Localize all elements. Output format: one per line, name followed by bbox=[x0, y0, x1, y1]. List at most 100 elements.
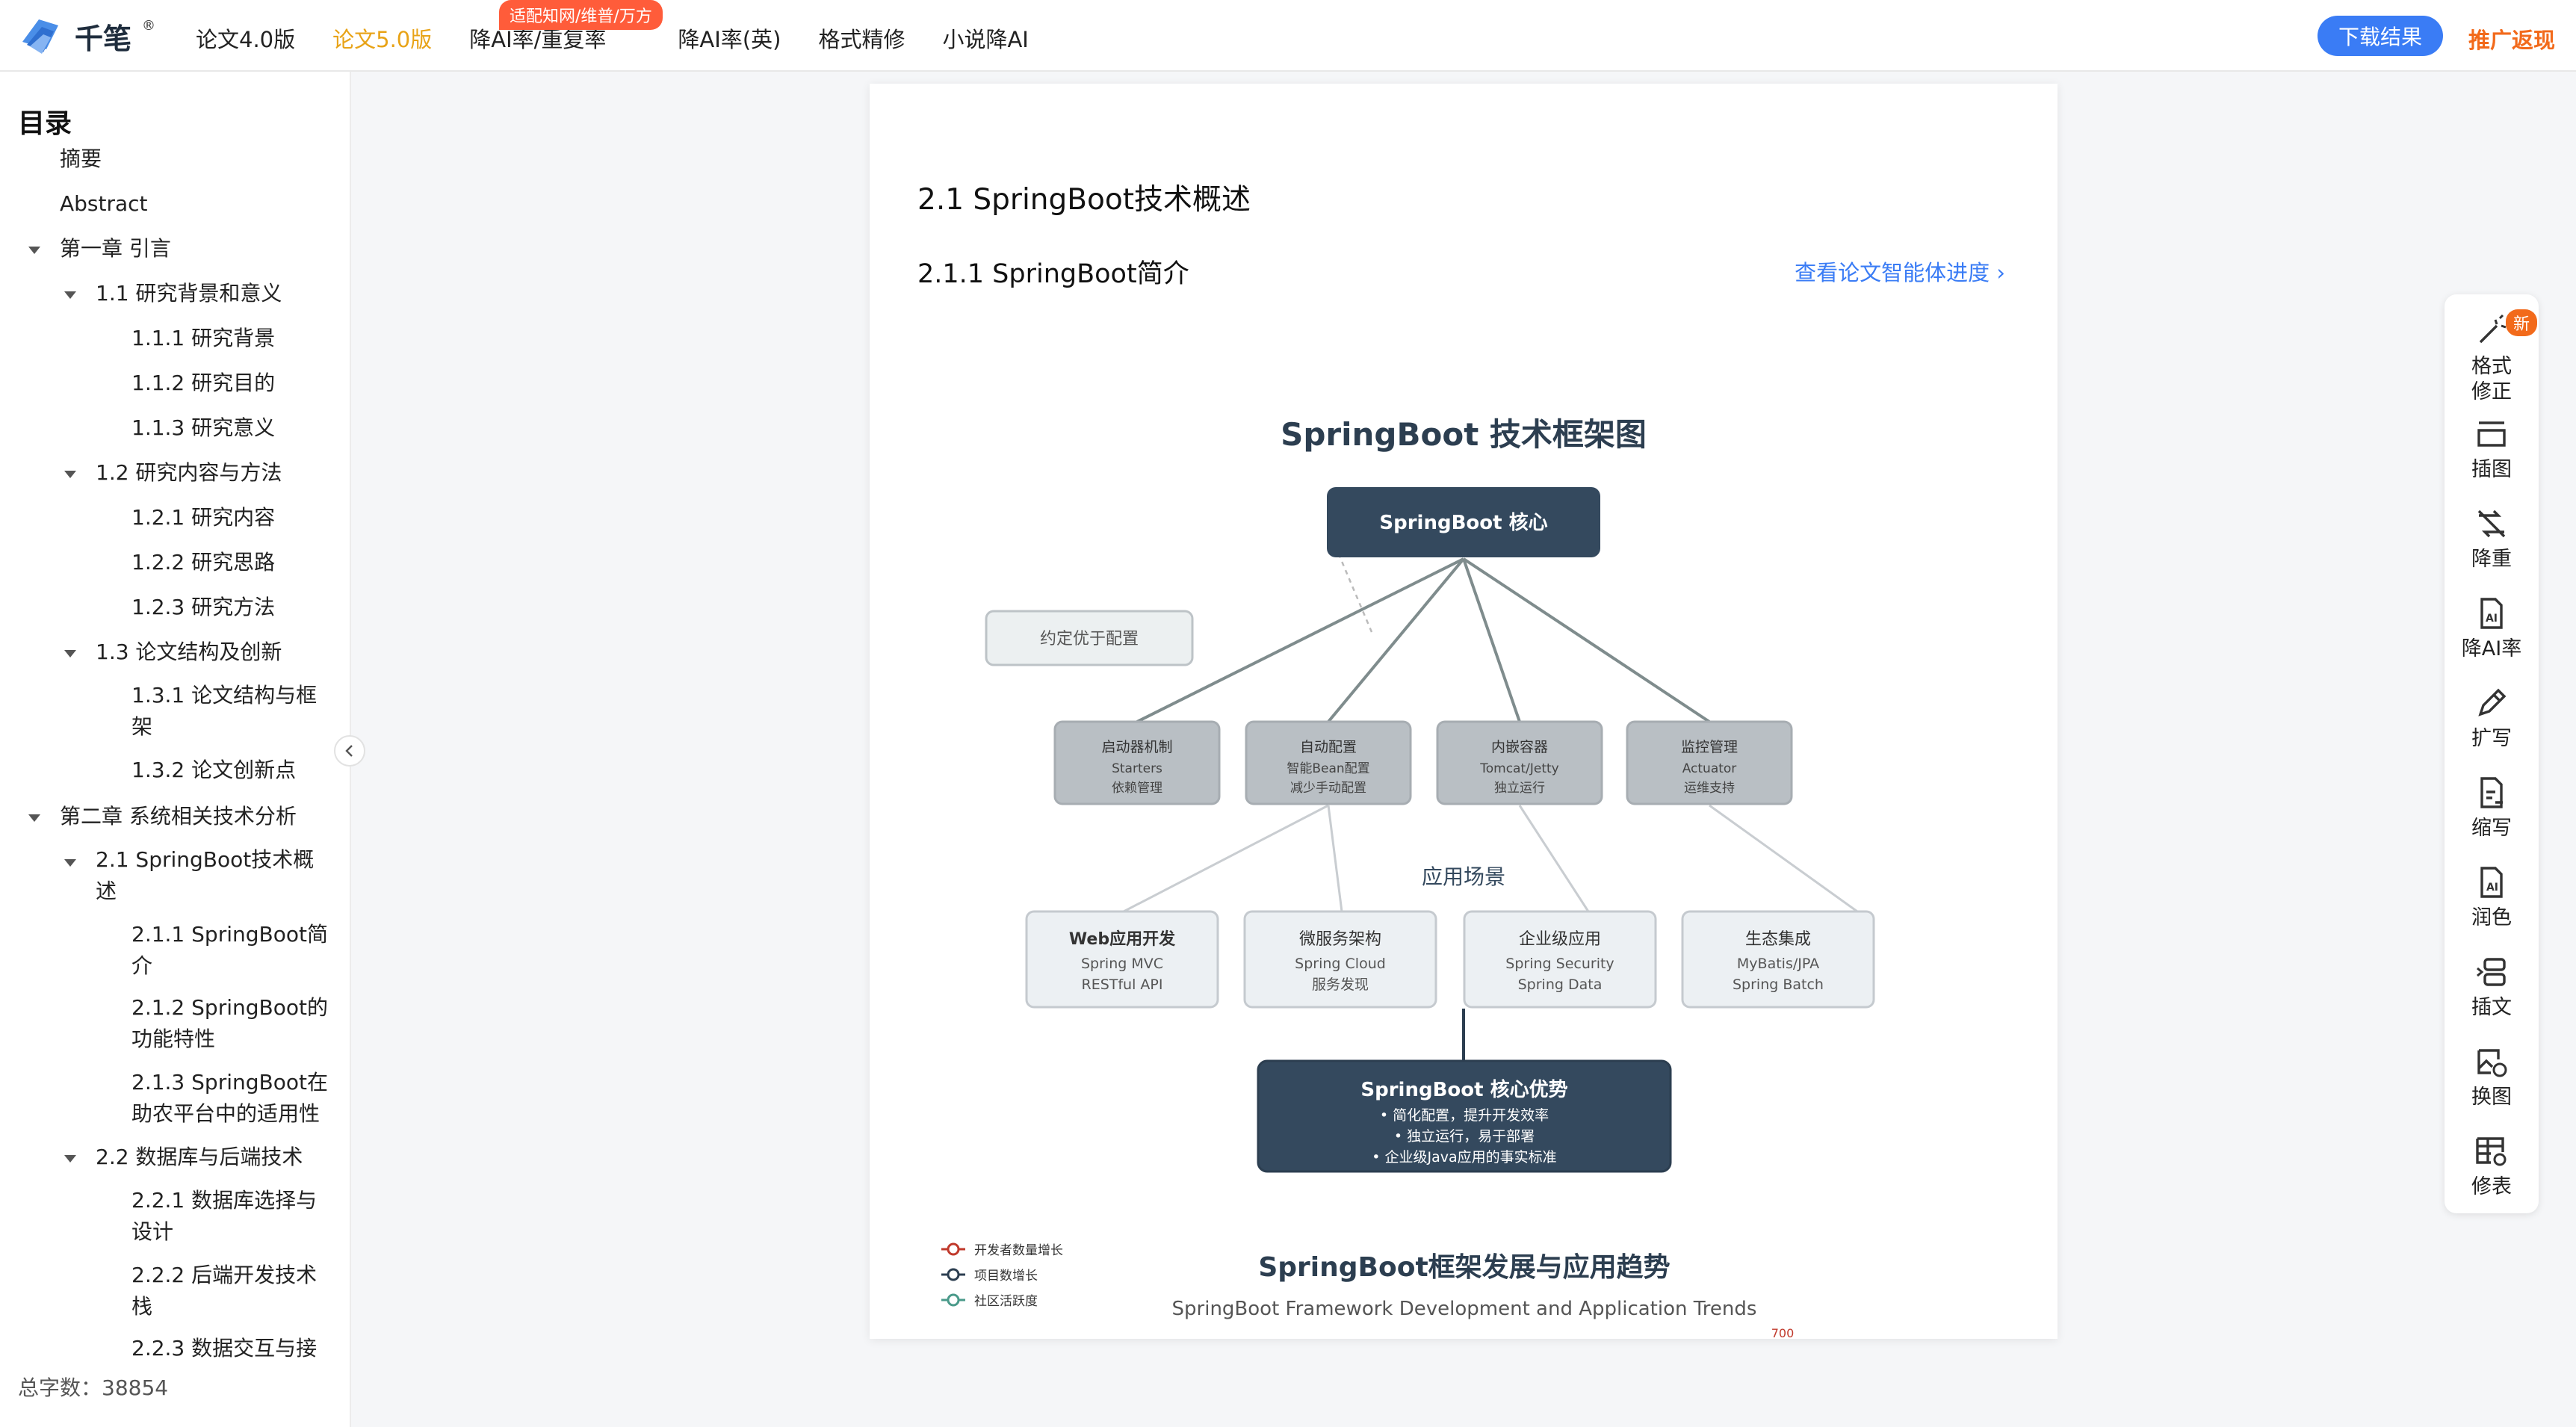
toc-item[interactable]: 2.1.3 SpringBoot在 bbox=[131, 1070, 328, 1095]
toc-item[interactable]: 2.1.2 SpringBoot的 bbox=[131, 995, 328, 1020]
nav-thesis-4[interactable]: 论文4.0版 bbox=[196, 27, 296, 52]
toc-item[interactable]: 2.2 数据库与后端技术 bbox=[96, 1145, 303, 1169]
svg-text:MyBatis/JPA: MyBatis/JPA bbox=[1737, 956, 1819, 972]
toc-item[interactable]: 架 bbox=[131, 714, 153, 739]
tool-fix-table[interactable]: 修表 bbox=[2445, 1133, 2539, 1200]
legend-item: 开发者数量增长 bbox=[974, 1243, 1063, 1258]
scene-label: 应用场景 bbox=[1422, 864, 1505, 889]
toc-item[interactable]: 1.2.3 研究方法 bbox=[131, 595, 276, 619]
toc-item[interactable]: 述 bbox=[96, 879, 117, 903]
tool-rail: 格式修正 新 插图 降重 AI 降AI率 扩写 缩写 AI bbox=[2445, 294, 2539, 1213]
diagram-title: SpringBoot 技术框架图 bbox=[1281, 416, 1647, 453]
tool-label: 换图 bbox=[2471, 1086, 2512, 1109]
tool-format-fix[interactable]: 格式修正 新 bbox=[2445, 309, 2539, 405]
toc-item[interactable]: 第二章 系统相关技术分析 bbox=[60, 804, 297, 829]
svg-text:AI: AI bbox=[2486, 882, 2498, 894]
tool-insert-text[interactable]: 插文 bbox=[2445, 953, 2539, 1021]
download-button[interactable]: 下载结果 bbox=[2318, 16, 2443, 56]
toc-item[interactable]: Abstract bbox=[60, 191, 148, 216]
toc-item[interactable]: 2.2.3 数据交互与接 bbox=[131, 1336, 318, 1361]
svg-text:减少手动配置: 减少手动配置 bbox=[1290, 781, 1366, 796]
trend-chart-legend: 开发者数量增长 项目数增长 社区活跃度 bbox=[941, 1242, 1063, 1309]
side-label: 约定优于配置 bbox=[1040, 630, 1139, 649]
toc-item[interactable]: 2.1 SpringBoot技术概 bbox=[96, 847, 315, 872]
nav-reduce-ai-english[interactable]: 降AI率(英) bbox=[678, 27, 781, 52]
svg-text:Spring Data: Spring Data bbox=[1518, 976, 1603, 993]
tool-label: 扩写 bbox=[2471, 727, 2512, 750]
chevron-down-icon[interactable] bbox=[64, 859, 76, 867]
tool-expand[interactable]: 扩写 bbox=[2445, 684, 2539, 752]
ai-polish-icon: AI bbox=[2480, 867, 2503, 898]
svg-text:启动器机制: 启动器机制 bbox=[1101, 739, 1172, 755]
tool-polish[interactable]: AI 润色 bbox=[2445, 864, 2539, 931]
toc-item[interactable]: 1.2 研究内容与方法 bbox=[96, 460, 282, 485]
toc-item[interactable]: 1.3 论文结构及创新 bbox=[96, 640, 282, 664]
svg-text:智能Bean配置: 智能Bean配置 bbox=[1287, 761, 1369, 776]
toc-item[interactable]: 1.1.1 研究背景 bbox=[131, 326, 276, 350]
core-label: SpringBoot 核心 bbox=[1379, 511, 1547, 534]
chevron-down-icon[interactable] bbox=[28, 247, 40, 254]
agent-progress-link[interactable]: 查看论文智能体进度 › bbox=[1795, 260, 2005, 285]
toc-item[interactable]: 2.2.2 后端开发技术 bbox=[131, 1263, 318, 1287]
tool-label: 插文 bbox=[2471, 996, 2512, 1019]
chevron-down-icon[interactable] bbox=[64, 1155, 76, 1163]
nav-reduce-ai-plagiarism[interactable]: 降AI率/重复率 bbox=[469, 27, 607, 52]
toc-item[interactable]: 1.3.1 论文结构与框 bbox=[131, 683, 318, 708]
tool-reduce-ai[interactable]: AI 降AI率 bbox=[2445, 595, 2539, 662]
toc-item[interactable]: 设计 bbox=[131, 1219, 174, 1244]
svg-text:企业级应用: 企业级应用 bbox=[1519, 930, 1601, 949]
toc-item[interactable]: 1.2.2 研究思路 bbox=[131, 550, 276, 575]
magic-wand-icon bbox=[2479, 314, 2507, 344]
chevron-down-icon[interactable] bbox=[64, 471, 76, 478]
scene-node: 微服务架构 Spring Cloud 服务发现 bbox=[1243, 910, 1437, 1009]
nav-novel-reduce-ai[interactable]: 小说降AI bbox=[942, 27, 1029, 52]
sidebar-collapse-button[interactable] bbox=[334, 735, 365, 767]
toc-item[interactable]: 2.1.1 SpringBoot简 bbox=[131, 922, 328, 947]
tool-label: 润色 bbox=[2471, 906, 2512, 929]
svg-text:独立运行: 独立运行 bbox=[1494, 781, 1545, 796]
svg-text:服务发现: 服务发现 bbox=[1312, 976, 1369, 993]
svg-text:生态集成: 生态集成 bbox=[1745, 930, 1811, 949]
svg-text:内嵌容器: 内嵌容器 bbox=[1491, 739, 1548, 755]
toc-item[interactable]: 摘要 bbox=[60, 146, 102, 171]
toc-item[interactable]: 功能特性 bbox=[131, 1027, 216, 1051]
svg-text:Tomcat/Jetty: Tomcat/Jetty bbox=[1479, 761, 1558, 776]
toc-item[interactable]: 栈 bbox=[131, 1294, 153, 1319]
chevron-down-icon[interactable] bbox=[64, 291, 76, 299]
toc-item[interactable]: 介 bbox=[131, 953, 153, 978]
side-connector bbox=[1325, 525, 1373, 633]
framework-diagram[interactable]: SpringBoot 技术框架图 SpringBoot 核心 约定优于配置 启动… bbox=[870, 300, 2058, 1339]
chevron-down-icon[interactable] bbox=[28, 814, 40, 822]
nav-thesis-5[interactable]: 论文5.0版 bbox=[332, 27, 433, 52]
toc-item[interactable]: 1.1 研究背景和意义 bbox=[96, 281, 282, 306]
toc-item[interactable]: 助农平台中的适用性 bbox=[131, 1101, 321, 1126]
toc-item[interactable]: 1.3.2 论文创新点 bbox=[131, 758, 297, 782]
brand-registered-mark: ® bbox=[142, 17, 156, 34]
svg-text:微服务架构: 微服务架构 bbox=[1299, 930, 1381, 949]
svg-text:Web应用开发: Web应用开发 bbox=[1069, 929, 1176, 949]
tool-label: 修表 bbox=[2471, 1175, 2512, 1198]
chevron-down-icon[interactable] bbox=[64, 650, 76, 657]
brand-logo[interactable]: 千笔 ® bbox=[16, 12, 155, 60]
advantages-node bbox=[1257, 1059, 1672, 1173]
insert-text-icon bbox=[2477, 958, 2506, 986]
scene-node: Web应用开发 Spring MVC RESTful API bbox=[1025, 910, 1219, 1009]
toc-item[interactable]: 1.1.3 研究意义 bbox=[131, 415, 276, 440]
svg-text:依赖管理: 依赖管理 bbox=[1112, 781, 1162, 796]
toc-item[interactable]: 第一章 引言 bbox=[60, 236, 171, 261]
nav-format-refine[interactable]: 格式精修 bbox=[818, 27, 905, 52]
toc-item[interactable]: 2.2.1 数据库选择与 bbox=[131, 1188, 318, 1213]
svg-text:Starters: Starters bbox=[1112, 761, 1162, 776]
tool-insert-figure[interactable]: 插图 bbox=[2445, 415, 2539, 483]
svg-text:Actuator: Actuator bbox=[1682, 761, 1737, 776]
toc-item[interactable]: 1.2.1 研究内容 bbox=[131, 505, 276, 530]
tool-reduce-duplicate[interactable]: 降重 bbox=[2445, 505, 2539, 572]
tool-replace-image[interactable]: 换图 bbox=[2445, 1043, 2539, 1110]
promo-link[interactable]: 推广返现 bbox=[2468, 28, 2556, 53]
toc-title: 目录 bbox=[18, 108, 72, 139]
toc-item[interactable]: 1.1.2 研究目的 bbox=[131, 371, 276, 395]
tool-condense[interactable]: 缩写 bbox=[2445, 774, 2539, 841]
scene-connectors bbox=[1123, 804, 1858, 1061]
section-heading: 2.1 SpringBoot技术概述 bbox=[917, 183, 1251, 217]
svg-text:RESTful API: RESTful API bbox=[1082, 976, 1163, 993]
